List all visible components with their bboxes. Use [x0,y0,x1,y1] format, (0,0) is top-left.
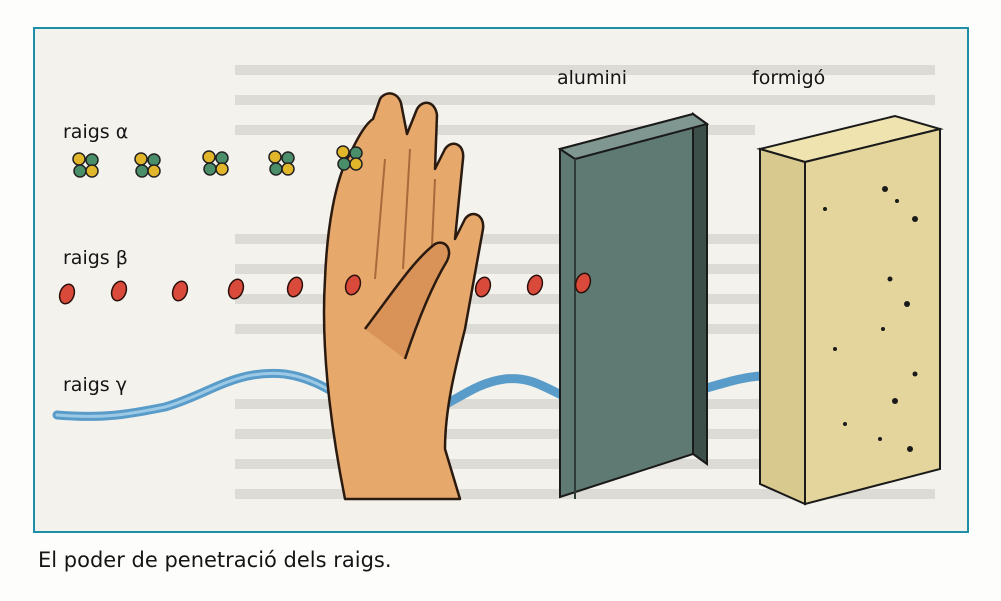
label-alpha-rays: raigs α [63,121,128,143]
figure-frame: alumini formigó raigs α raigs β raigs γ [33,27,969,533]
concrete-block [760,116,940,504]
figure-caption: El poder de penetració dels raigs. [38,548,392,572]
gamma-wave [57,373,855,417]
alpha-particle [203,151,228,175]
beta-particle [525,273,545,297]
beta-particle [57,282,77,306]
label-aluminium: alumini [557,67,627,89]
beta-particle [109,279,129,303]
alpha-particle [135,153,160,177]
alpha-particle [73,153,98,177]
aluminium-plate [560,114,707,499]
alpha-particle [269,151,294,175]
label-beta-rays: raigs β [63,247,128,269]
penetration-scene [35,29,967,531]
label-gamma-rays: raigs γ [63,374,127,396]
label-concrete: formigó [752,67,825,89]
alpha-particles [73,146,362,177]
beta-particle [170,279,190,303]
